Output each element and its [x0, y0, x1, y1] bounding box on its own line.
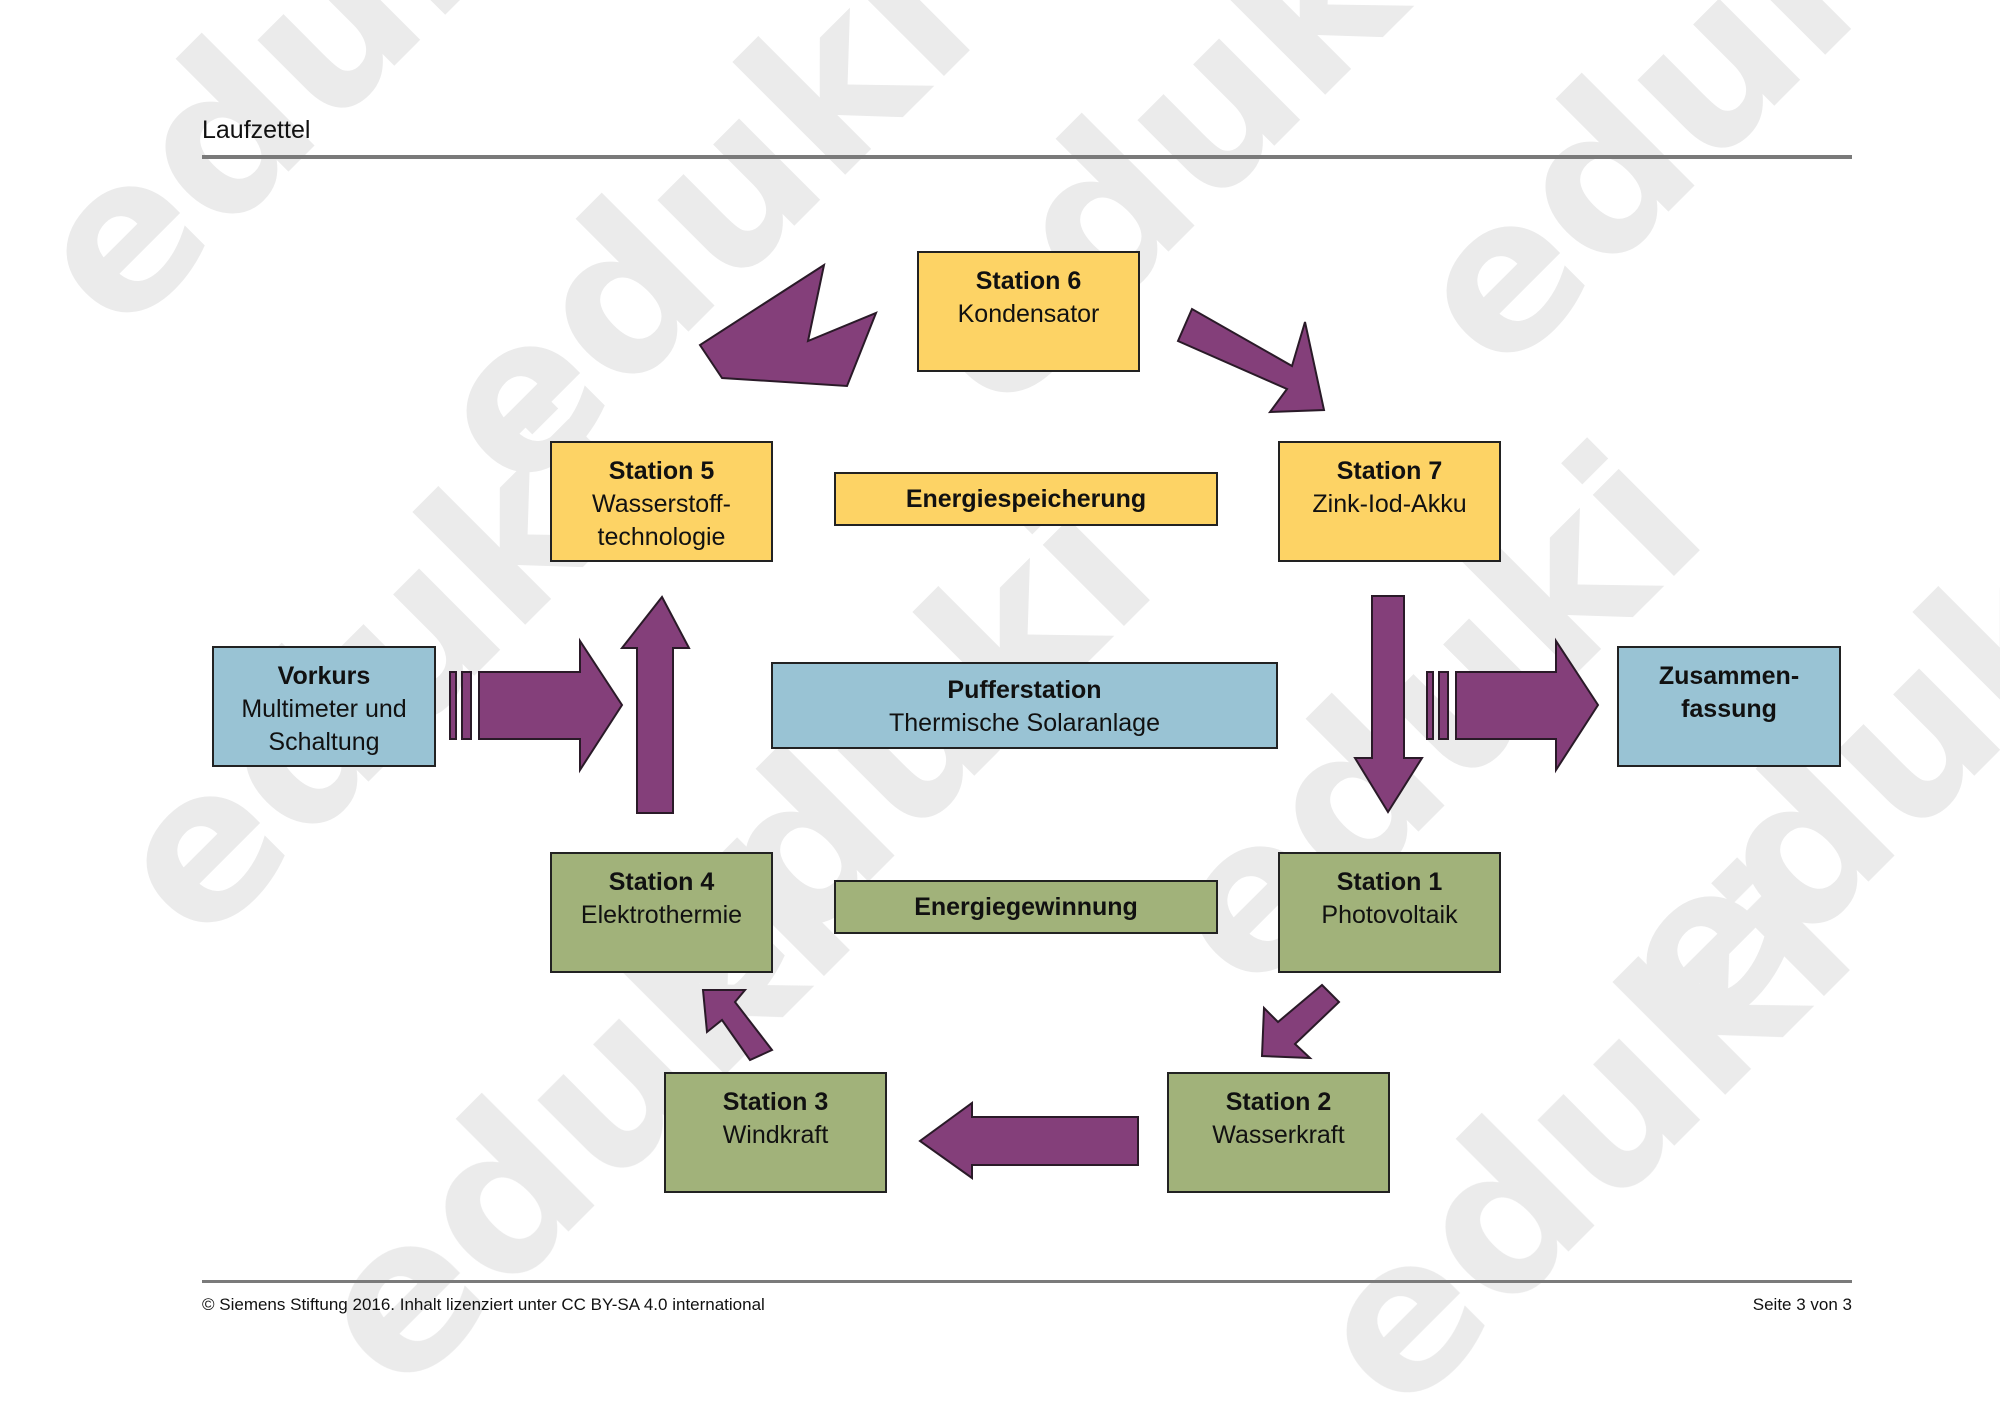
vorkurs-subtitle-2: Schaltung	[268, 728, 380, 756]
station-1-box: Station 1 Photovoltaik	[1278, 852, 1501, 973]
station-5-subtitle-1: Wasserstoff-	[592, 490, 731, 518]
arrow-up-to-station-5	[619, 595, 691, 814]
zusammenfassung-box: Zusammen- fassung	[1617, 646, 1841, 767]
station-4-title: Station 4	[608, 868, 715, 896]
arrow-station-7-to-1	[1353, 595, 1424, 814]
station-6-title: Station 6	[975, 267, 1082, 295]
station-3-box: Station 3 Windkraft	[664, 1072, 887, 1193]
pufferstation-box: Pufferstation Thermische Solaranlage	[771, 662, 1278, 749]
arrow-station-2-to-3	[918, 1101, 1139, 1180]
station-5-subtitle-2: technologie	[597, 523, 726, 551]
station-7-box: Station 7 Zink-Iod-Akku	[1278, 441, 1501, 562]
station-7-title: Station 7	[1336, 457, 1443, 485]
station-2-title: Station 2	[1225, 1088, 1332, 1116]
station-1-title: Station 1	[1336, 868, 1443, 896]
footer-divider	[202, 1280, 1852, 1283]
vorkurs-title: Vorkurs	[277, 662, 371, 690]
band-energiegewinnung: Energiegewinnung	[834, 880, 1218, 934]
station-1-subtitle: Photovoltaik	[1321, 901, 1458, 929]
station-3-title: Station 3	[722, 1088, 829, 1116]
footer-copyright: © Siemens Stiftung 2016. Inhalt lizenzie…	[202, 1295, 765, 1314]
header-divider	[202, 155, 1852, 159]
page-title: Laufzettel	[202, 116, 311, 144]
station-5-title: Station 5	[608, 457, 715, 485]
station-6-box: Station 6 Kondensator	[917, 251, 1140, 372]
vorkurs-subtitle-1: Multimeter und	[241, 695, 407, 723]
arrow-station-3-to-4	[701, 989, 774, 1062]
vorkurs-box: Vorkurs Multimeter und Schaltung	[212, 646, 436, 767]
station-2-box: Station 2 Wasserkraft	[1167, 1072, 1390, 1193]
footer-page-number: Seite 3 von 3	[1752, 1295, 1852, 1314]
arrow-station-6-to-7	[1176, 307, 1326, 414]
pufferstation-subtitle: Thermische Solaranlage	[889, 709, 1160, 737]
band-energiespeicherung: Energiespeicherung	[834, 472, 1218, 526]
arrow-vorkurs-right	[449, 637, 624, 774]
pufferstation-title: Pufferstation	[947, 676, 1102, 704]
zusammenfassung-title-1: Zusammen-	[1658, 662, 1800, 690]
station-2-subtitle: Wasserkraft	[1212, 1121, 1345, 1149]
station-3-subtitle: Windkraft	[722, 1121, 829, 1149]
station-5-box: Station 5 Wasserstoff- technologie	[550, 441, 773, 562]
arrow-station-1-to-2	[1260, 983, 1341, 1060]
station-7-subtitle: Zink-Iod-Akku	[1312, 490, 1467, 518]
arrow-to-zusammenfassung	[1426, 637, 1600, 774]
arrow-station-5-to-6	[698, 262, 878, 388]
station-4-box: Station 4 Elektrothermie	[550, 852, 773, 973]
station-4-subtitle: Elektrothermie	[580, 901, 743, 929]
zusammenfassung-title-2: fassung	[1681, 695, 1777, 723]
station-6-subtitle: Kondensator	[957, 300, 1100, 328]
